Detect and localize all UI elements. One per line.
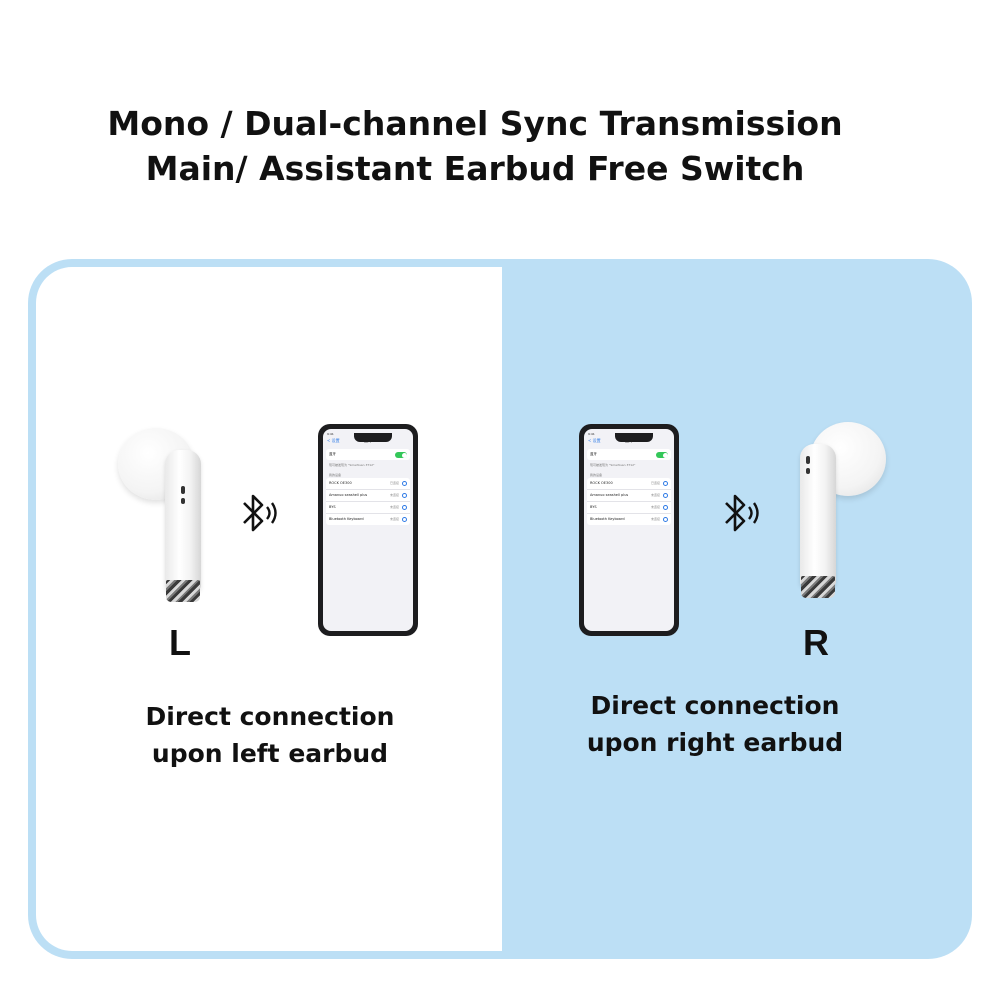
bluetooth-icon — [725, 494, 759, 532]
headline-line-1: Mono / Dual-channel Sync Transmission — [107, 104, 843, 143]
comparison-card — [28, 259, 972, 959]
left-caption-line-2: upon left earbud — [151, 739, 389, 768]
left-caption-line-1: Direct connection — [145, 702, 395, 731]
right-caption-line-2: upon right earbud — [586, 728, 844, 757]
right-letter: R — [803, 622, 829, 663]
bluetooth-icon — [243, 494, 277, 532]
right-caption-line-1: Direct connection — [590, 691, 840, 720]
earbud-left-icon — [118, 428, 208, 603]
right-caption: Direct connection upon right earbud — [535, 687, 895, 761]
left-caption: Direct connection upon left earbud — [90, 698, 450, 772]
left-letter: L — [169, 622, 191, 663]
left-panel — [36, 267, 502, 951]
phone-icon: 9:41 < 设置 蓝牙 蓝牙 现可被发现为 "Smartisan 3T12" … — [318, 424, 418, 636]
headline-line-2: Main/ Assistant Earbud Free Switch — [145, 149, 805, 188]
earbud-right-icon — [796, 422, 886, 600]
phone-icon: 9:41 < 设置 蓝牙 蓝牙 现可被发现为 "Smartisan 3T12" … — [579, 424, 679, 636]
